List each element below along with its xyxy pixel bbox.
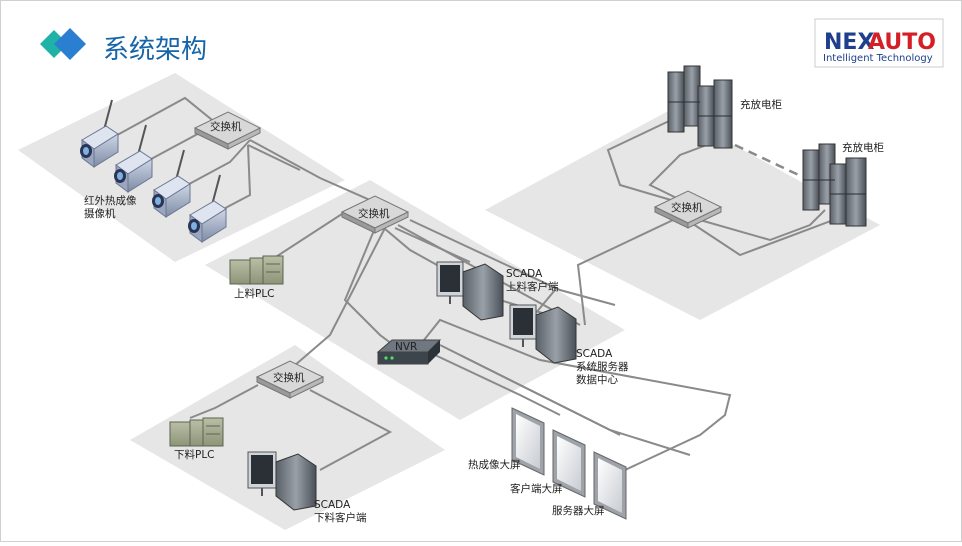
plc-lower: 下料PLC <box>169 417 224 461</box>
title-logo-icon <box>40 28 86 60</box>
screen-server: 服务器大屏 <box>552 451 627 520</box>
thermal-camera-1 <box>80 99 119 168</box>
switch-bottom: 交换机 <box>255 360 325 399</box>
screen-client-label: 客户端大屏 <box>510 482 563 495</box>
logo-brand-left: NEX <box>824 30 874 55</box>
thermal-camera-2 <box>114 124 153 193</box>
scada-server-label: SCADA 系统服务器 数据中心 <box>576 348 632 386</box>
cabinet-cluster-1: 充放电柜 <box>667 65 782 149</box>
switch-right: 交换机 <box>653 190 723 229</box>
screen-client: 客户端大屏 <box>510 429 586 498</box>
cabinet-1-label: 充放电柜 <box>740 98 782 111</box>
scada-upper-label: SCADA 上料客户端 <box>506 268 559 293</box>
camera-group-label: 红外热成像 摄像机 <box>84 194 140 220</box>
plc-upper: 上料PLC <box>229 255 284 300</box>
company-logo: NEX AUTO Intelligent Technology <box>814 18 944 68</box>
lower-platform <box>130 345 445 530</box>
switch-bottom-label: 交换机 <box>273 371 305 384</box>
center-platform <box>205 180 625 420</box>
switch-center: 交换机 <box>340 195 410 234</box>
page-title: 系统架构 <box>103 35 207 65</box>
cabinet-link-dashed <box>734 143 806 180</box>
plc-lower-label: 下料PLC <box>174 448 215 461</box>
switch-right-label: 交换机 <box>671 201 703 214</box>
switch-center-label: 交换机 <box>358 207 390 220</box>
switch-top-label: 交换机 <box>210 120 242 133</box>
logo-brand-right: AUTO <box>868 30 936 55</box>
scada-upper-workstation: SCADA 上料客户端 <box>436 261 559 321</box>
nvr-label: NVR <box>395 341 417 353</box>
network-cables <box>107 96 861 471</box>
cabinet-cluster-2: 充放电柜 <box>802 141 884 227</box>
screen-server-label: 服务器大屏 <box>552 504 605 517</box>
camera-platform <box>18 73 345 262</box>
scada-server-workstation: SCADA 系统服务器 数据中心 <box>509 304 632 386</box>
logo-tagline: Intelligent Technology <box>823 53 933 64</box>
cabinet-2-label: 充放电柜 <box>842 141 884 154</box>
scada-lower-workstation: SCADA 下料客户端 <box>247 451 367 524</box>
screen-thermal: 热成像大屏 <box>468 407 545 476</box>
screen-thermal-label: 热成像大屏 <box>468 458 521 471</box>
nvr-device: NVR <box>376 339 442 365</box>
thermal-camera-4 <box>188 174 227 243</box>
scada-lower-label: SCADA 下料客户端 <box>314 499 367 524</box>
thermal-camera-3 <box>152 149 191 218</box>
switch-top: 交换机 <box>193 111 262 150</box>
plc-upper-label: 上料PLC <box>234 287 275 300</box>
